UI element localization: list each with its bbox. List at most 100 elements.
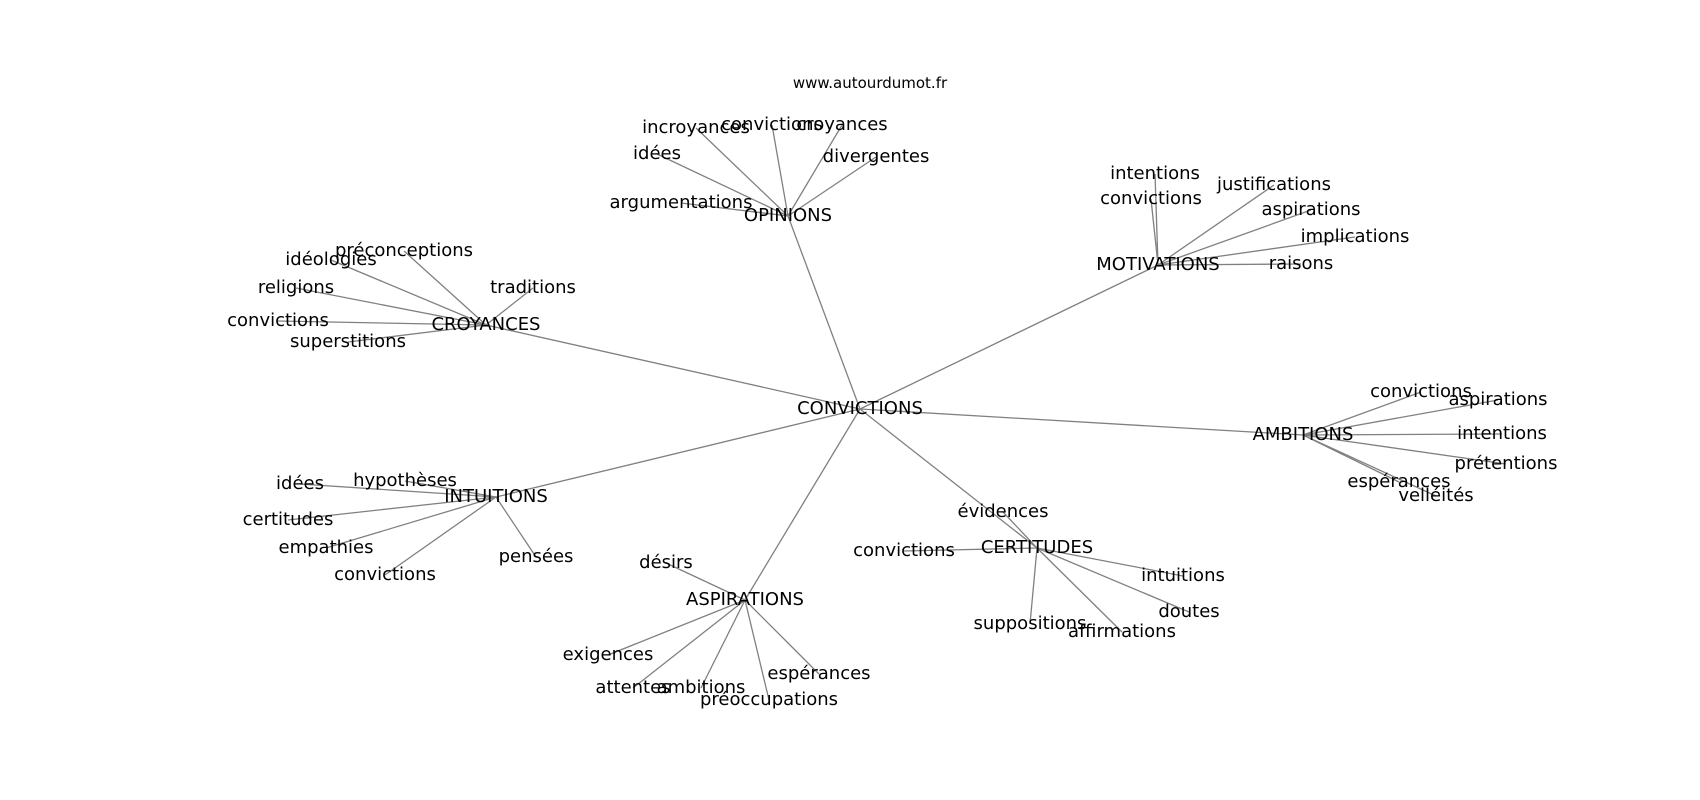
edge-croyances-religions bbox=[295, 287, 487, 326]
leaf-node-croyances: croyances bbox=[796, 114, 887, 135]
leaf-node-argumentations: argumentations bbox=[610, 192, 753, 213]
edge-aspirations-exigences bbox=[607, 599, 746, 656]
leaf-node-certitudes: certitudes bbox=[243, 509, 334, 530]
edge-intuitions-hypotheses bbox=[404, 480, 497, 498]
edge-center-intuitions bbox=[495, 408, 861, 498]
edge-intuitions-certitudes bbox=[287, 496, 497, 521]
edge-aspirations-attentes bbox=[632, 599, 746, 689]
leaf-node-aspirations: aspirations bbox=[1448, 389, 1547, 410]
edge-motivations-raisons bbox=[1157, 263, 1302, 266]
leaf-node-justifications: justifications bbox=[1216, 174, 1331, 195]
edge-center-motivations bbox=[859, 264, 1159, 410]
leaf-node-esperances: espérances bbox=[767, 663, 870, 684]
leaf-node-convictions: convictions bbox=[1370, 381, 1472, 402]
leaf-node-incroyances: incroyances bbox=[642, 117, 750, 138]
leaf-node-ambitions: ambitions bbox=[657, 677, 746, 698]
edge-certitudes-evidences bbox=[1002, 511, 1038, 549]
leaf-node-intentions: intentions bbox=[1457, 423, 1547, 444]
edge-motivations-convictions bbox=[1150, 198, 1159, 266]
edge-ambitions-velleites bbox=[1302, 434, 1437, 497]
leaf-node-suppositions: suppositions bbox=[974, 613, 1087, 634]
hub-node-certitudes: CERTITUDES bbox=[981, 537, 1093, 558]
leaf-node-ideologies: idéologies bbox=[285, 249, 376, 270]
edge-certitudes-convictions bbox=[903, 547, 1038, 552]
edge-motivations-implications bbox=[1157, 236, 1356, 266]
leaf-node-aspirations: aspirations bbox=[1261, 199, 1360, 220]
leaf-node-superstitions: superstitions bbox=[290, 331, 406, 352]
hub-node-motivations: MOTIVATIONS bbox=[1096, 254, 1219, 275]
leaf-node-pensees: pensées bbox=[499, 546, 574, 567]
hub-node-ambitions: AMBITIONS bbox=[1253, 424, 1354, 445]
leaf-node-pretentions: prétentions bbox=[1455, 453, 1558, 474]
edge-ambitions-convictions bbox=[1302, 391, 1422, 436]
leaf-node-evidences: évidences bbox=[958, 501, 1049, 522]
edge-opinions-divergentes bbox=[787, 156, 877, 217]
edges bbox=[277, 124, 1507, 701]
edge-intuitions-pensees bbox=[495, 496, 537, 558]
edge-aspirations-esperances bbox=[744, 599, 820, 675]
edge-opinions-convictions bbox=[771, 124, 789, 217]
leaf-node-velleites: velléités bbox=[1398, 485, 1473, 506]
edge-croyances-ideologies bbox=[330, 259, 487, 326]
edge-aspirations-ambitions bbox=[700, 599, 746, 689]
edge-certitudes-intuitions bbox=[1036, 547, 1184, 577]
labels: CONVICTIONSOPINIONSincroyancesconviction… bbox=[227, 114, 1557, 710]
leaf-node-convictions: convictions bbox=[334, 564, 436, 585]
hub-node-aspirations: ASPIRATIONS bbox=[686, 589, 804, 610]
edge-center-ambitions bbox=[859, 408, 1304, 436]
leaf-node-esperances: espérances bbox=[1347, 471, 1450, 492]
leaf-node-convictions: convictions bbox=[1100, 188, 1202, 209]
leaf-node-preoccupations: préoccupations bbox=[700, 689, 838, 710]
edge-croyances-convictions bbox=[277, 320, 487, 326]
leaf-node-convictions: convictions bbox=[853, 540, 955, 561]
edge-opinions-idees bbox=[656, 153, 789, 217]
edge-motivations-intentions bbox=[1154, 173, 1159, 266]
center-node-label: CONVICTIONS bbox=[797, 398, 923, 419]
leaf-node-affirmations: affirmations bbox=[1068, 621, 1176, 642]
edge-aspirations-preoccupations bbox=[744, 599, 770, 701]
leaf-node-convictions: convictions bbox=[227, 310, 329, 331]
leaf-node-doutes: doutes bbox=[1158, 601, 1219, 622]
edge-motivations-justifications bbox=[1157, 184, 1275, 266]
edge-intuitions-convictions bbox=[384, 496, 497, 576]
edge-intuitions-idees bbox=[299, 483, 497, 498]
site-url: www.autourdumot.fr bbox=[793, 74, 948, 92]
leaf-node-religions: religions bbox=[258, 277, 334, 298]
hub-node-intuitions: INTUITIONS bbox=[444, 486, 548, 507]
leaf-node-preconceptions: préconceptions bbox=[335, 240, 473, 261]
edge-ambitions-aspirations bbox=[1302, 399, 1499, 436]
edge-croyances-preconceptions bbox=[403, 250, 487, 326]
leaf-node-implications: implications bbox=[1301, 226, 1410, 247]
leaf-node-traditions: traditions bbox=[490, 277, 576, 298]
leaf-node-raisons: raisons bbox=[1269, 253, 1334, 274]
leaf-node-empathies: empathies bbox=[279, 537, 374, 558]
leaf-node-divergentes: divergentes bbox=[823, 146, 930, 167]
leaf-node-exigences: exigences bbox=[563, 644, 654, 665]
edge-certitudes-doutes bbox=[1036, 547, 1190, 613]
edge-croyances-superstitions bbox=[347, 324, 487, 343]
edge-croyances-traditions bbox=[485, 287, 534, 326]
leaf-node-idees: idées bbox=[276, 473, 324, 494]
leaf-node-intuitions: intuitions bbox=[1141, 565, 1225, 586]
hub-node-opinions: OPINIONS bbox=[744, 205, 832, 226]
leaf-node-idees: idées bbox=[633, 143, 681, 164]
edge-ambitions-pretentions bbox=[1302, 434, 1507, 465]
leaf-node-convictions: convictions bbox=[721, 114, 823, 135]
edge-certitudes-suppositions bbox=[1029, 547, 1038, 625]
edge-center-aspirations bbox=[744, 408, 861, 601]
edge-intuitions-empathies bbox=[325, 496, 497, 549]
leaf-node-hypotheses: hypothèses bbox=[353, 470, 457, 491]
edge-opinions-croyances bbox=[787, 124, 843, 217]
edge-ambitions-intentions bbox=[1302, 433, 1503, 436]
edge-motivations-aspirations bbox=[1157, 209, 1312, 266]
edge-center-opinions bbox=[787, 215, 861, 410]
edge-center-certitudes bbox=[859, 408, 1038, 549]
edge-aspirations-desirs bbox=[665, 562, 746, 601]
leaf-node-desirs: désirs bbox=[639, 552, 693, 573]
leaf-node-intentions: intentions bbox=[1110, 163, 1200, 184]
edge-center-croyances bbox=[485, 324, 861, 410]
edge-opinions-incroyances bbox=[695, 127, 789, 217]
edge-certitudes-affirmations bbox=[1036, 547, 1123, 633]
leaf-node-attentes: attentes bbox=[595, 677, 670, 698]
